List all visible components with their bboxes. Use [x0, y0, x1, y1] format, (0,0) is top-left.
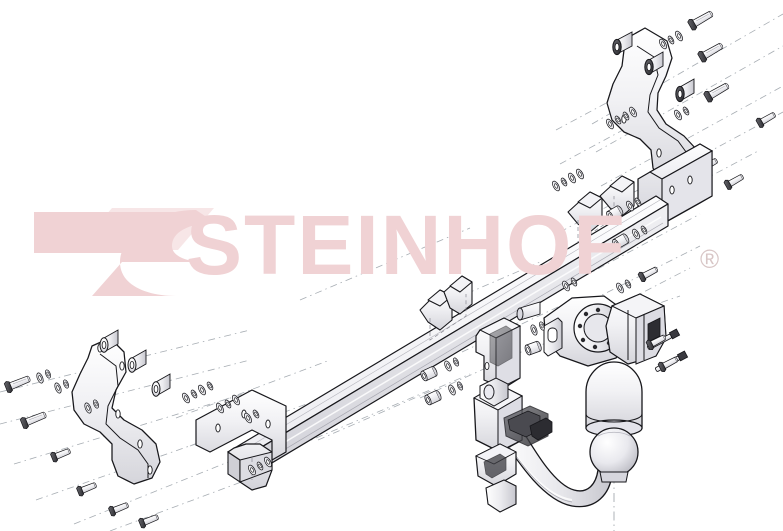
crossbeam [195, 143, 714, 491]
lock-housing [605, 293, 667, 365]
ball-protective-cap [585, 361, 643, 437]
coupling-head [516, 295, 631, 367]
bracket-right [606, 27, 701, 189]
bracket-left [71, 329, 171, 485]
socket-bracket [475, 317, 522, 391]
tow-ball-neck [472, 377, 639, 513]
